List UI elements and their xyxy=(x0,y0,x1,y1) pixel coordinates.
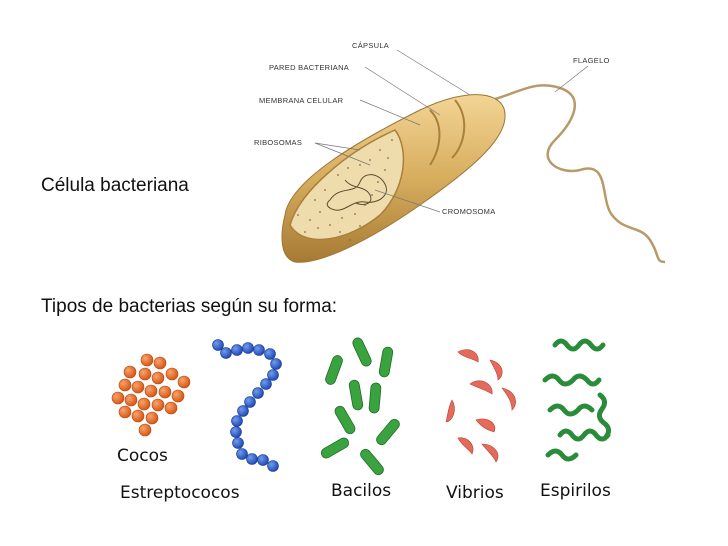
label-ribosomas: RIBOSOMAS xyxy=(254,138,302,147)
label-flagelo: FLAGELO xyxy=(573,56,610,65)
label-vibrios: Vibrios xyxy=(446,483,504,503)
cytoplasm-cut xyxy=(289,129,405,241)
label-espirilos: Espirilos xyxy=(540,481,611,501)
espirilos-illustration xyxy=(542,338,612,462)
cocos-illustration xyxy=(111,353,191,437)
label-bacilos: Bacilos xyxy=(331,481,391,501)
label-estreptococos: Estreptococos xyxy=(120,483,240,503)
bacterial-cell: CÁPSULA PARED BACTERIANA MEMBRANA CELULA… xyxy=(254,41,666,264)
label-cromosoma: CROMOSOMA xyxy=(442,207,496,216)
chromosome xyxy=(326,174,387,211)
estreptococos-illustration xyxy=(212,339,282,472)
cell-heading: Célula bacteriana xyxy=(41,175,189,196)
flagellum xyxy=(491,84,666,264)
bacilos-illustration xyxy=(320,337,400,476)
label-pared: PARED BACTERIANA xyxy=(269,63,349,72)
label-cocos: Cocos xyxy=(117,446,168,466)
label-capsula: CÁPSULA xyxy=(352,41,389,50)
vibrios-illustration xyxy=(445,349,516,463)
label-membrana: MEMBRANA CELULAR xyxy=(259,96,344,105)
types-heading: Tipos de bacterias según su forma: xyxy=(41,296,338,317)
